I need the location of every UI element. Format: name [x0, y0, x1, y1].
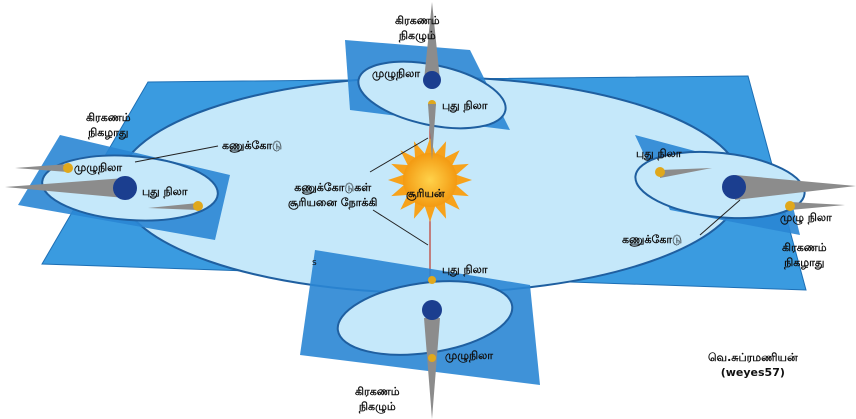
label-line: நிகழும் [398, 29, 436, 42]
new-moon-label-left: புது நிலா [142, 185, 188, 198]
label-line: கிரகணம் [395, 14, 440, 27]
node-line-label-right: கணுக்கோடு [622, 233, 682, 246]
label-line: நிகழாது [88, 126, 129, 139]
node-lines-toward-sun-label: கணுக்கோடுகள் சூரியனை நோக்கி [288, 180, 377, 210]
earth-bottom [422, 300, 442, 320]
full-moon-label-bottom: முழுநிலா [445, 349, 493, 362]
earth-right [722, 175, 746, 199]
new-moon-label-top: புது நிலா [442, 99, 488, 112]
author-credit: வெ.சுப்ரமணியன் (weyes57) [708, 350, 798, 380]
new-moon-label-bottom: புது நிலா [442, 263, 488, 276]
eclipse-not-occurs-label-left: கிரகணம் நிகழாது [86, 110, 131, 140]
label-line: வெ.சுப்ரமணியன் [708, 351, 798, 364]
label-line: கிரகணம் [782, 241, 827, 254]
new-moon-label-right: புது நிலா [636, 147, 682, 160]
sun-ray [424, 204, 436, 222]
stray-mark: s [312, 258, 317, 268]
label-line: நிகழும் [358, 400, 396, 413]
label-line: கிரகணம் [86, 111, 131, 124]
earth-top [423, 71, 441, 89]
eclipse-not-occurs-label-right: கிரகணம் நிகழாது [782, 240, 827, 270]
sun-ray [424, 138, 436, 156]
label-line: கிரகணம் [355, 385, 400, 398]
label-line: கணுக்கோடுகள் [294, 181, 372, 194]
sun-ray [454, 174, 472, 186]
eclipse-occurs-label-bottom: கிரகணம் நிகழும் [355, 384, 400, 414]
full-moon-label-right: முழு நிலா [780, 211, 832, 224]
label-line: நிகழாது [784, 256, 825, 269]
earth-left [113, 176, 137, 200]
full-moon-label-top: முழுநிலா [372, 67, 420, 80]
sun-label: சூரியன் [406, 187, 445, 200]
eclipse-occurs-label-top: கிரகணம் நிகழும் [395, 13, 440, 43]
label-line: சூரியனை நோக்கி [288, 196, 378, 209]
full-moon-label-left: முழுநிலா [74, 161, 122, 174]
node-line-label-left: கணுக்கோடு [222, 139, 282, 152]
label-line: (weyes57) [720, 366, 785, 379]
sun-ray [388, 174, 406, 186]
sun-icon [388, 138, 472, 222]
